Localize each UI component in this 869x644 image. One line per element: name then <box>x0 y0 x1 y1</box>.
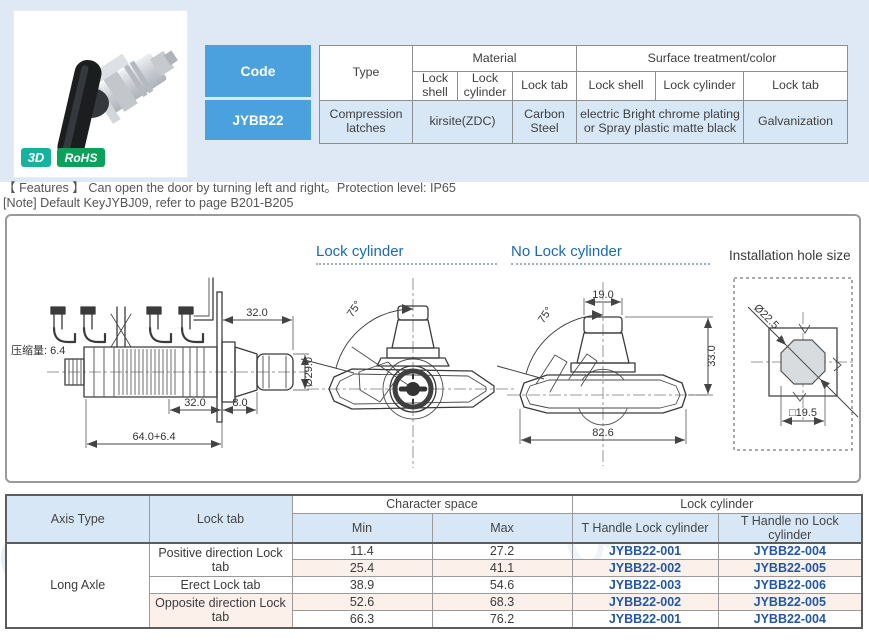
part-number: JYBB22-004 <box>717 542 863 560</box>
material-shell-cylinder-value: kirsite(ZDC) <box>412 99 513 144</box>
part-number: JYBB22-002 <box>571 559 719 577</box>
min-value: 25.4 <box>291 559 433 577</box>
lock-tab-value: Opposite direction Lock tab <box>148 593 293 628</box>
part-number: JYBB22-006 <box>717 576 863 594</box>
part-number: JYBB22-005 <box>717 593 863 611</box>
table-row: Erect Lock tab 38.9 54.6 JYBB22-003 JYBB… <box>6 576 863 594</box>
technical-drawings: 32.0 Ø29.0 32.0 8.0 64.0+6.4 压缩量: 6.4 <box>11 277 859 468</box>
character-space-header: Character space <box>291 494 573 514</box>
lock-cylinder-group-header: Lock cylinder <box>571 494 863 514</box>
t-handle-no-header: T Handle no Lock cylinder <box>717 512 863 543</box>
axis-value: Long Axle <box>5 542 150 628</box>
min-value: 38.9 <box>291 576 433 594</box>
type-value: Compression latches <box>319 99 413 144</box>
dim-hole-square: □19.5 <box>789 407 817 419</box>
dim-hole-diameter: Ø22.5 <box>751 302 781 332</box>
compression-label: 压缩量: 6.4 <box>11 344 65 357</box>
angle-label: 75° <box>536 305 555 326</box>
installation-hole-drawing: Ø22.5 □19.5 <box>733 277 859 451</box>
3d-badge: 3D <box>21 148 51 167</box>
code-value: JYBB22 <box>205 100 311 140</box>
material-lock-tab-header: Lock tab <box>512 71 577 101</box>
axis-type-header: Axis Type <box>5 494 150 543</box>
table-row: Long Axle Positive direction Lock tab 11… <box>5 542 863 628</box>
lock-tab-value: Erect Lock tab <box>148 576 293 594</box>
dim-back: 8.0 <box>232 397 247 409</box>
surface-lock-shell-header: Lock shell <box>576 71 656 101</box>
lock-tab-value: Positive direction Lock tab <box>148 542 293 577</box>
installation-hole-title: Installation hole size <box>729 248 851 263</box>
max-value: 76.2 <box>431 610 573 628</box>
type-header: Type <box>319 45 413 101</box>
code-header: Code <box>205 45 311 97</box>
dim-height: 33.0 <box>706 345 718 366</box>
surface-tab-value: Galvanization <box>743 99 848 144</box>
lock-cylinder-title: Lock cylinder <box>316 243 497 265</box>
product-image: 3D RoHS <box>13 10 188 178</box>
part-number: JYBB22-003 <box>571 576 719 594</box>
no-lock-cylinder-title: No Lock cylinder <box>511 243 710 265</box>
dim-front: 32.0 <box>246 307 267 319</box>
surface-shell-cylinder-value: electric Bright chrome plating or Spray … <box>576 99 744 144</box>
dim-tip: 19.0 <box>592 289 613 301</box>
max-value: 54.6 <box>431 576 573 594</box>
part-number: JYBB22-005 <box>717 559 863 577</box>
surface-group-header: Surface treatment/color <box>576 45 848 72</box>
lock-tab-header: Lock tab <box>148 494 293 543</box>
angle-label: 75° <box>345 299 364 320</box>
table-row: Opposite direction Lock tab 52.6 68.3 JY… <box>6 593 863 628</box>
min-header: Min <box>291 512 433 543</box>
min-value: 11.4 <box>291 542 433 560</box>
no-lock-cylinder-drawing: 19.0 33.0 82.6 75° <box>496 282 718 466</box>
dim-body: 32.0 <box>184 397 205 409</box>
surface-lock-tab-header: Lock tab <box>743 71 848 101</box>
material-lock-shell-header: Lock shell <box>412 71 458 101</box>
min-value: 66.3 <box>291 610 433 628</box>
features-line: 【 Features 】 Can open the door by turnin… <box>3 181 456 195</box>
t-handle-header: T Handle Lock cylinder <box>571 512 719 543</box>
material-lock-cylinder-header: Lock cylinder <box>457 71 513 101</box>
dim-overall: 64.0+6.4 <box>132 431 175 443</box>
spec-table: Code JYBB22 Type Material Surface treatm… <box>205 45 848 144</box>
part-number: JYBB22-001 <box>571 610 719 628</box>
lock-cylinder-drawing: 75° <box>300 278 515 468</box>
min-value: 52.6 <box>291 593 433 611</box>
features-block: 【 Features 】 Can open the door by turnin… <box>3 181 623 211</box>
part-table: Axis Type Lock tab Character space Lock … <box>5 494 864 629</box>
part-number: JYBB22-004 <box>717 610 863 628</box>
product-photo <box>57 50 178 161</box>
max-value: 41.1 <box>431 559 573 577</box>
max-value: 68.3 <box>431 593 573 611</box>
rohs-badge: RoHS <box>57 148 105 167</box>
max-value: 27.2 <box>431 542 573 560</box>
spec-grid: Type Material Surface treatment/color Lo… <box>319 45 848 144</box>
dim-width: 82.6 <box>592 427 613 439</box>
surface-lock-cylinder-header: Lock cylinder <box>655 71 744 101</box>
part-number: JYBB22-001 <box>571 542 719 560</box>
max-header: Max <box>431 512 573 543</box>
material-group-header: Material <box>412 45 577 72</box>
note-line: [Note] Default KeyJYBJ09, refer to page … <box>3 196 294 210</box>
table-row: 66.3 76.2 JYBB22-001 JYBB22-004 <box>6 610 863 628</box>
dim-diameter: Ø29.0 <box>303 357 315 387</box>
part-number: JYBB22-002 <box>571 593 719 611</box>
drawing-panel: 32.0 Ø29.0 32.0 8.0 64.0+6.4 压缩量: 6.4 <box>5 214 861 483</box>
side-view-drawing: 32.0 Ø29.0 32.0 8.0 64.0+6.4 压缩量: 6.4 <box>11 277 315 448</box>
material-tab-value: Carbon Steel <box>512 99 577 144</box>
spec-code-column: Code JYBB22 <box>205 45 311 140</box>
